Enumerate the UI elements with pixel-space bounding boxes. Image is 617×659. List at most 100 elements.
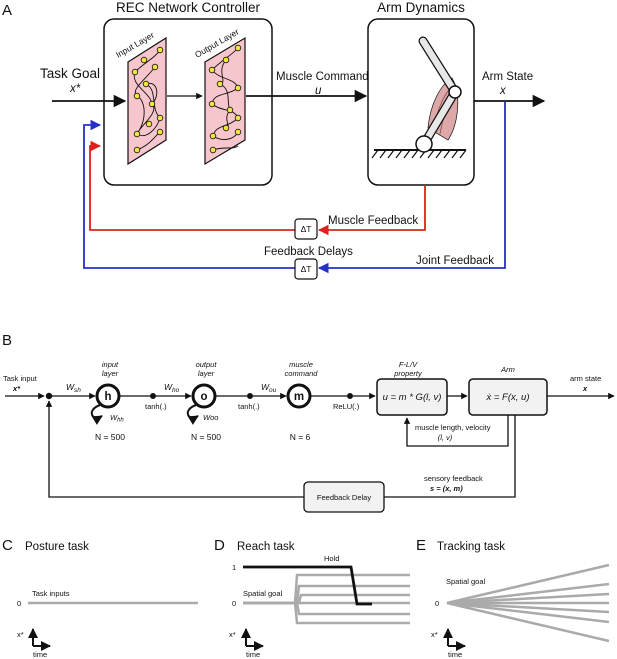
reach-one-label: 1	[232, 563, 236, 572]
controller-title: REC Network Controller	[116, 0, 261, 15]
muscle-lv-loop	[403, 415, 509, 447]
panel-d: D Reach task Hold 1 0 Spatial goal x* ti…	[214, 537, 410, 659]
arm-box-title: Arm	[500, 365, 515, 374]
sensory-feedback-symbol: s = (x, m)	[430, 484, 463, 493]
w-oo-label: Woo	[203, 413, 218, 422]
tanh-label-2: tanh(.)	[238, 402, 260, 411]
arm-dynamics-title: Arm Dynamics	[377, 0, 465, 15]
panel-c: C Posture task Task inputs 0 x* time	[2, 537, 198, 659]
output-layer-node	[191, 383, 217, 409]
reach-goal-lines	[243, 573, 410, 625]
w-hh-label: Whh	[110, 413, 124, 424]
arm-illustration	[371, 36, 467, 159]
relu-label: ReLU(.)	[333, 402, 360, 411]
w-hh-loop	[90, 404, 103, 425]
feedback-delays-label: Feedback Delays	[264, 246, 353, 258]
output-layer-nodes	[208, 44, 242, 154]
n-output-label: N = 500	[191, 432, 221, 442]
panel-a-letter: A	[2, 2, 12, 19]
feedback-delay-label: Feedback Delay	[317, 493, 371, 502]
tanh-node-1	[150, 393, 156, 399]
flv-box	[376, 378, 448, 416]
posture-zero-label: 0	[17, 599, 21, 608]
muscle-command-symbol: u	[315, 85, 322, 97]
reach-zero-label: 0	[232, 599, 236, 608]
tracking-spatial-goal-label: Spatial goal	[446, 577, 486, 586]
node-h-label: h	[104, 391, 111, 403]
hold-label: Hold	[324, 554, 339, 563]
reach-axis-y-label: x*	[229, 630, 236, 639]
panel-e: E Tracking task Spatial goal 0 x* time	[416, 537, 610, 659]
sensory-feedback-label: sensory feedback	[424, 474, 483, 483]
input-sum-node	[45, 392, 53, 400]
joint-feedback-label: Joint Feedback	[416, 255, 494, 267]
posture-task-title: Posture task	[25, 541, 89, 553]
tracking-goal-lines	[446, 563, 610, 643]
arm-equation: ẋ = F(x, u)	[485, 392, 529, 403]
muscle-command-top: muscle	[289, 360, 313, 369]
panel-c-letter: C	[2, 537, 13, 554]
muscle-command-node	[286, 383, 312, 409]
task-goal-symbol: x*	[69, 83, 81, 95]
flv-equation: u = m * G(l, v)	[383, 392, 442, 403]
tracking-task-title: Tracking task	[437, 541, 505, 553]
reach-task-title: Reach task	[237, 541, 295, 553]
task-goal-label: Task Goal	[40, 66, 100, 81]
tanh-label-1: tanh(.)	[145, 402, 167, 411]
output-layer-top: output	[196, 360, 218, 369]
input-layer-nodes	[131, 46, 164, 154]
n-muscle-label: N = 6	[290, 432, 311, 442]
panel-b-letter: B	[2, 332, 12, 349]
tanh-node-2	[247, 393, 253, 399]
panel-b: B Task input x* Wsh h input layer Whh N …	[2, 332, 615, 513]
reach-axis-x-label: time	[246, 650, 260, 659]
input-layer-node	[95, 383, 121, 409]
sensory-feedback-return-line	[45, 400, 304, 498]
w-ho-label: Who	[164, 382, 180, 394]
node-m-label: m	[294, 391, 304, 403]
feedback-delay-box	[303, 481, 385, 513]
panel-e-letter: E	[416, 537, 426, 554]
arm-state-out-label: arm state	[570, 374, 601, 383]
hold-signal-line	[243, 565, 372, 606]
tracking-zero-label: 0	[435, 599, 439, 608]
flv-label-bottom: property	[393, 369, 423, 378]
arm-state-label: Arm State	[482, 71, 533, 83]
reach-spatial-goal-label: Spatial goal	[243, 589, 283, 598]
w-ou-label: Wou	[261, 382, 277, 394]
relu-node	[347, 393, 353, 399]
panel-d-letter: D	[214, 537, 225, 554]
sensory-feedback-line	[384, 415, 516, 498]
muscle-delay-label: ΔT	[301, 224, 312, 234]
tracking-axis-y-label: x*	[431, 630, 438, 639]
arm-state-symbol: x	[499, 85, 507, 97]
muscle-lv-symbol: (l, v)	[438, 433, 453, 442]
flv-label-top: F-L/V	[399, 360, 418, 369]
muscle-command-label: Muscle Command	[276, 71, 369, 83]
muscle-feedback-label: Muscle Feedback	[328, 215, 418, 227]
n-input-label: N = 500	[95, 432, 125, 442]
node-o-label: o	[200, 391, 207, 403]
muscle-delay-box	[294, 218, 318, 240]
task-input-symbol: x*	[12, 384, 21, 393]
tracking-axis-x-label: time	[448, 650, 462, 659]
task-inputs-label: Task inputs	[32, 589, 70, 598]
input-layer-top: input	[102, 360, 119, 369]
output-layer-bottom: layer	[198, 369, 215, 378]
muscle-feedback-return-line	[89, 140, 295, 231]
muscle-feedback-line	[317, 185, 426, 236]
arm-state-out-symbol: x	[582, 384, 588, 393]
w-sh-label: Wsh	[66, 382, 81, 394]
w-oo-loop	[186, 404, 199, 425]
joint-feedback-return-line	[83, 119, 295, 269]
arm-dynamics-box	[367, 18, 475, 186]
muscle-lv-label: muscle length, velocity	[415, 423, 491, 432]
panel-a: A REC Network Controller Input Layer Out…	[2, 0, 546, 280]
posture-axis-y-label: x*	[17, 630, 24, 639]
input-layer-sheet: Input Layer	[114, 30, 167, 166]
input-layer-bottom: layer	[102, 369, 119, 378]
muscle-command-bottom: command	[285, 369, 319, 378]
joint-feedback-line	[317, 102, 506, 274]
task-input-label: Task input	[3, 374, 38, 383]
